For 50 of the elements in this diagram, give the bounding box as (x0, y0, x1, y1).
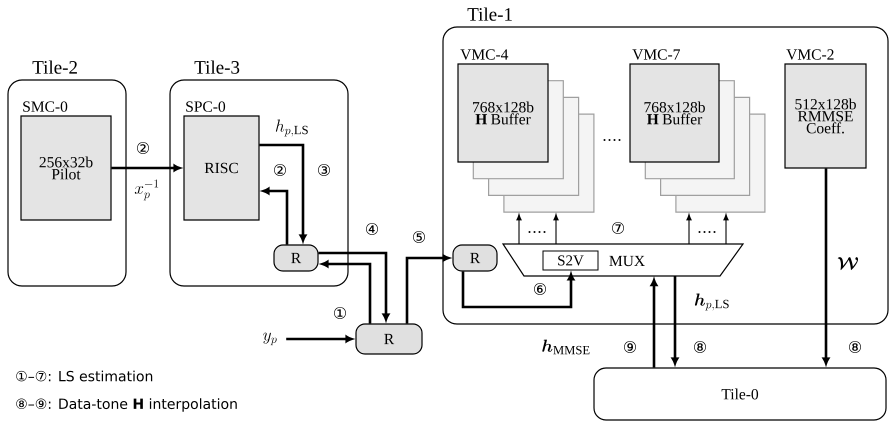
arrow (822, 168, 830, 365)
edge-label: ⑧ (692, 340, 708, 354)
signal-label: $\bm{h}_{\mathrm{MMSE}}$ (542, 340, 590, 354)
arrow (650, 278, 658, 368)
memory-box: RISC (183, 115, 260, 221)
arrow (321, 260, 372, 324)
signal-label: $\bm{\mathcal{W}}$ (838, 257, 858, 270)
tile-title: Tile-1 (468, 7, 512, 21)
memory-title: VMC-7 (632, 49, 680, 60)
arrow (286, 335, 353, 343)
memory-box: 256x32b Pilot (20, 115, 112, 221)
edge-label: ⑨ (622, 340, 638, 354)
memory-box: 512x128b RMMSE Coeff. (784, 63, 867, 169)
arrow (553, 214, 559, 244)
router-node: R (452, 244, 498, 272)
edge-label: ① (332, 306, 348, 320)
tile-title: Tile-2 (32, 60, 77, 74)
arrow (406, 254, 450, 324)
edge-label: ③ (316, 163, 332, 177)
edge-label: ② (272, 163, 288, 177)
arrow (686, 214, 692, 244)
edge-label: ④ (364, 222, 380, 236)
arrow (671, 276, 679, 365)
tile-title: Tile-3 (194, 60, 240, 74)
memory-title: VMC-4 (460, 49, 508, 60)
converter-box: S2V (542, 250, 598, 270)
router-node: R (273, 244, 319, 272)
tile-box: Tile-0 (593, 367, 887, 421)
arrow (723, 214, 729, 244)
memory-title: SPC-0 (186, 101, 226, 112)
arrow (462, 272, 575, 308)
legend-text: ⑧–⑨: Data-tone H interpolation (16, 398, 237, 412)
edge-label: ⑥ (532, 282, 548, 296)
edge-label: ⑤ (410, 230, 428, 244)
arrow (262, 187, 288, 244)
arrow (260, 144, 307, 242)
arrow (318, 252, 390, 321)
memory-title: VMC-2 (786, 49, 834, 60)
signal-label: $h_{p,\mathrm{LS}}$ (276, 120, 308, 136)
signal-label: $\bm{h}_{p,\mathrm{LS}}$ (694, 294, 729, 310)
router-node: R (355, 323, 423, 355)
edge-label: ② (134, 141, 152, 155)
arrow (112, 164, 181, 172)
edge-label: ⑧ (846, 340, 864, 354)
step-number: ⑦ (612, 222, 624, 234)
memory-title: SMC-0 (23, 101, 68, 112)
signal-label: $y_p$ (263, 332, 277, 346)
legend-text: ①–⑦: LS estimation (16, 370, 152, 382)
arrow (516, 214, 522, 244)
signal-label: $x_p^{-1}$ (134, 179, 158, 200)
